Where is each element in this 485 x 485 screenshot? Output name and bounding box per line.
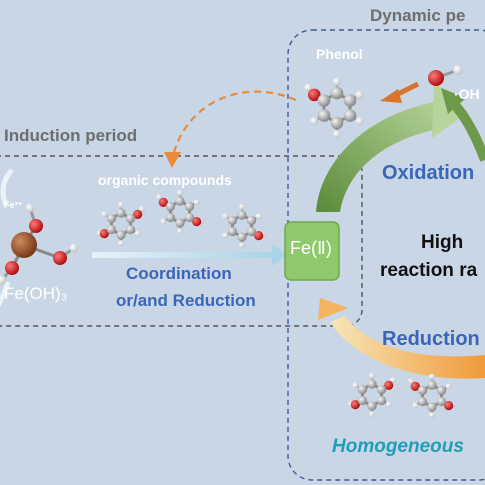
coordination-arrow — [92, 244, 287, 266]
oh-green-arrowhead — [441, 88, 466, 114]
homogeneous-molecule-icon-1 — [347, 372, 397, 418]
water-oh-molecule-icon — [428, 65, 463, 86]
reaction-rate-label: reaction ra — [380, 260, 478, 281]
homogeneous-label: Homogeneous — [332, 436, 464, 457]
reduction-arrow — [318, 298, 485, 379]
organic-compounds-label: organic compounds — [98, 172, 232, 188]
fe2-label: Fe(Ⅱ) — [290, 238, 332, 258]
left-cycle-arc-top — [0, 168, 14, 206]
dynamic-period-title: Dynamic pe — [370, 6, 466, 25]
high-label: High — [421, 232, 464, 253]
organic-molecule-icon-2 — [155, 189, 205, 235]
or-and-reduction-label: or/and Reduction — [116, 291, 256, 310]
hydroxyl-radical-label: ·OH — [454, 86, 480, 102]
oh-green-arrow — [448, 98, 485, 162]
organic-molecule-icon-1 — [96, 201, 146, 247]
homogeneous-molecule-icon-2 — [407, 373, 457, 419]
reduction-label: Reduction — [382, 328, 480, 350]
oxidation-label: Oxidation — [382, 162, 475, 184]
phenol-label: Phenol — [316, 46, 363, 62]
left-cycle-arc-bottom — [0, 281, 11, 307]
induction-period-title: Induction period — [4, 126, 138, 145]
fe3-label: Fe³⁺ — [4, 200, 23, 210]
fe-oh3-label: Fe(OH)₃ — [4, 284, 68, 303]
dynamic-period-box — [287, 29, 485, 481]
phenol-molecule-icon — [304, 77, 364, 139]
coordination-label: Coordination — [126, 264, 232, 283]
organic-molecule-icon-3 — [222, 203, 267, 249]
dashed-return-arrow — [170, 90, 297, 161]
fe-oh3-molecule-icon — [0, 203, 79, 285]
fe2-box — [284, 221, 340, 281]
